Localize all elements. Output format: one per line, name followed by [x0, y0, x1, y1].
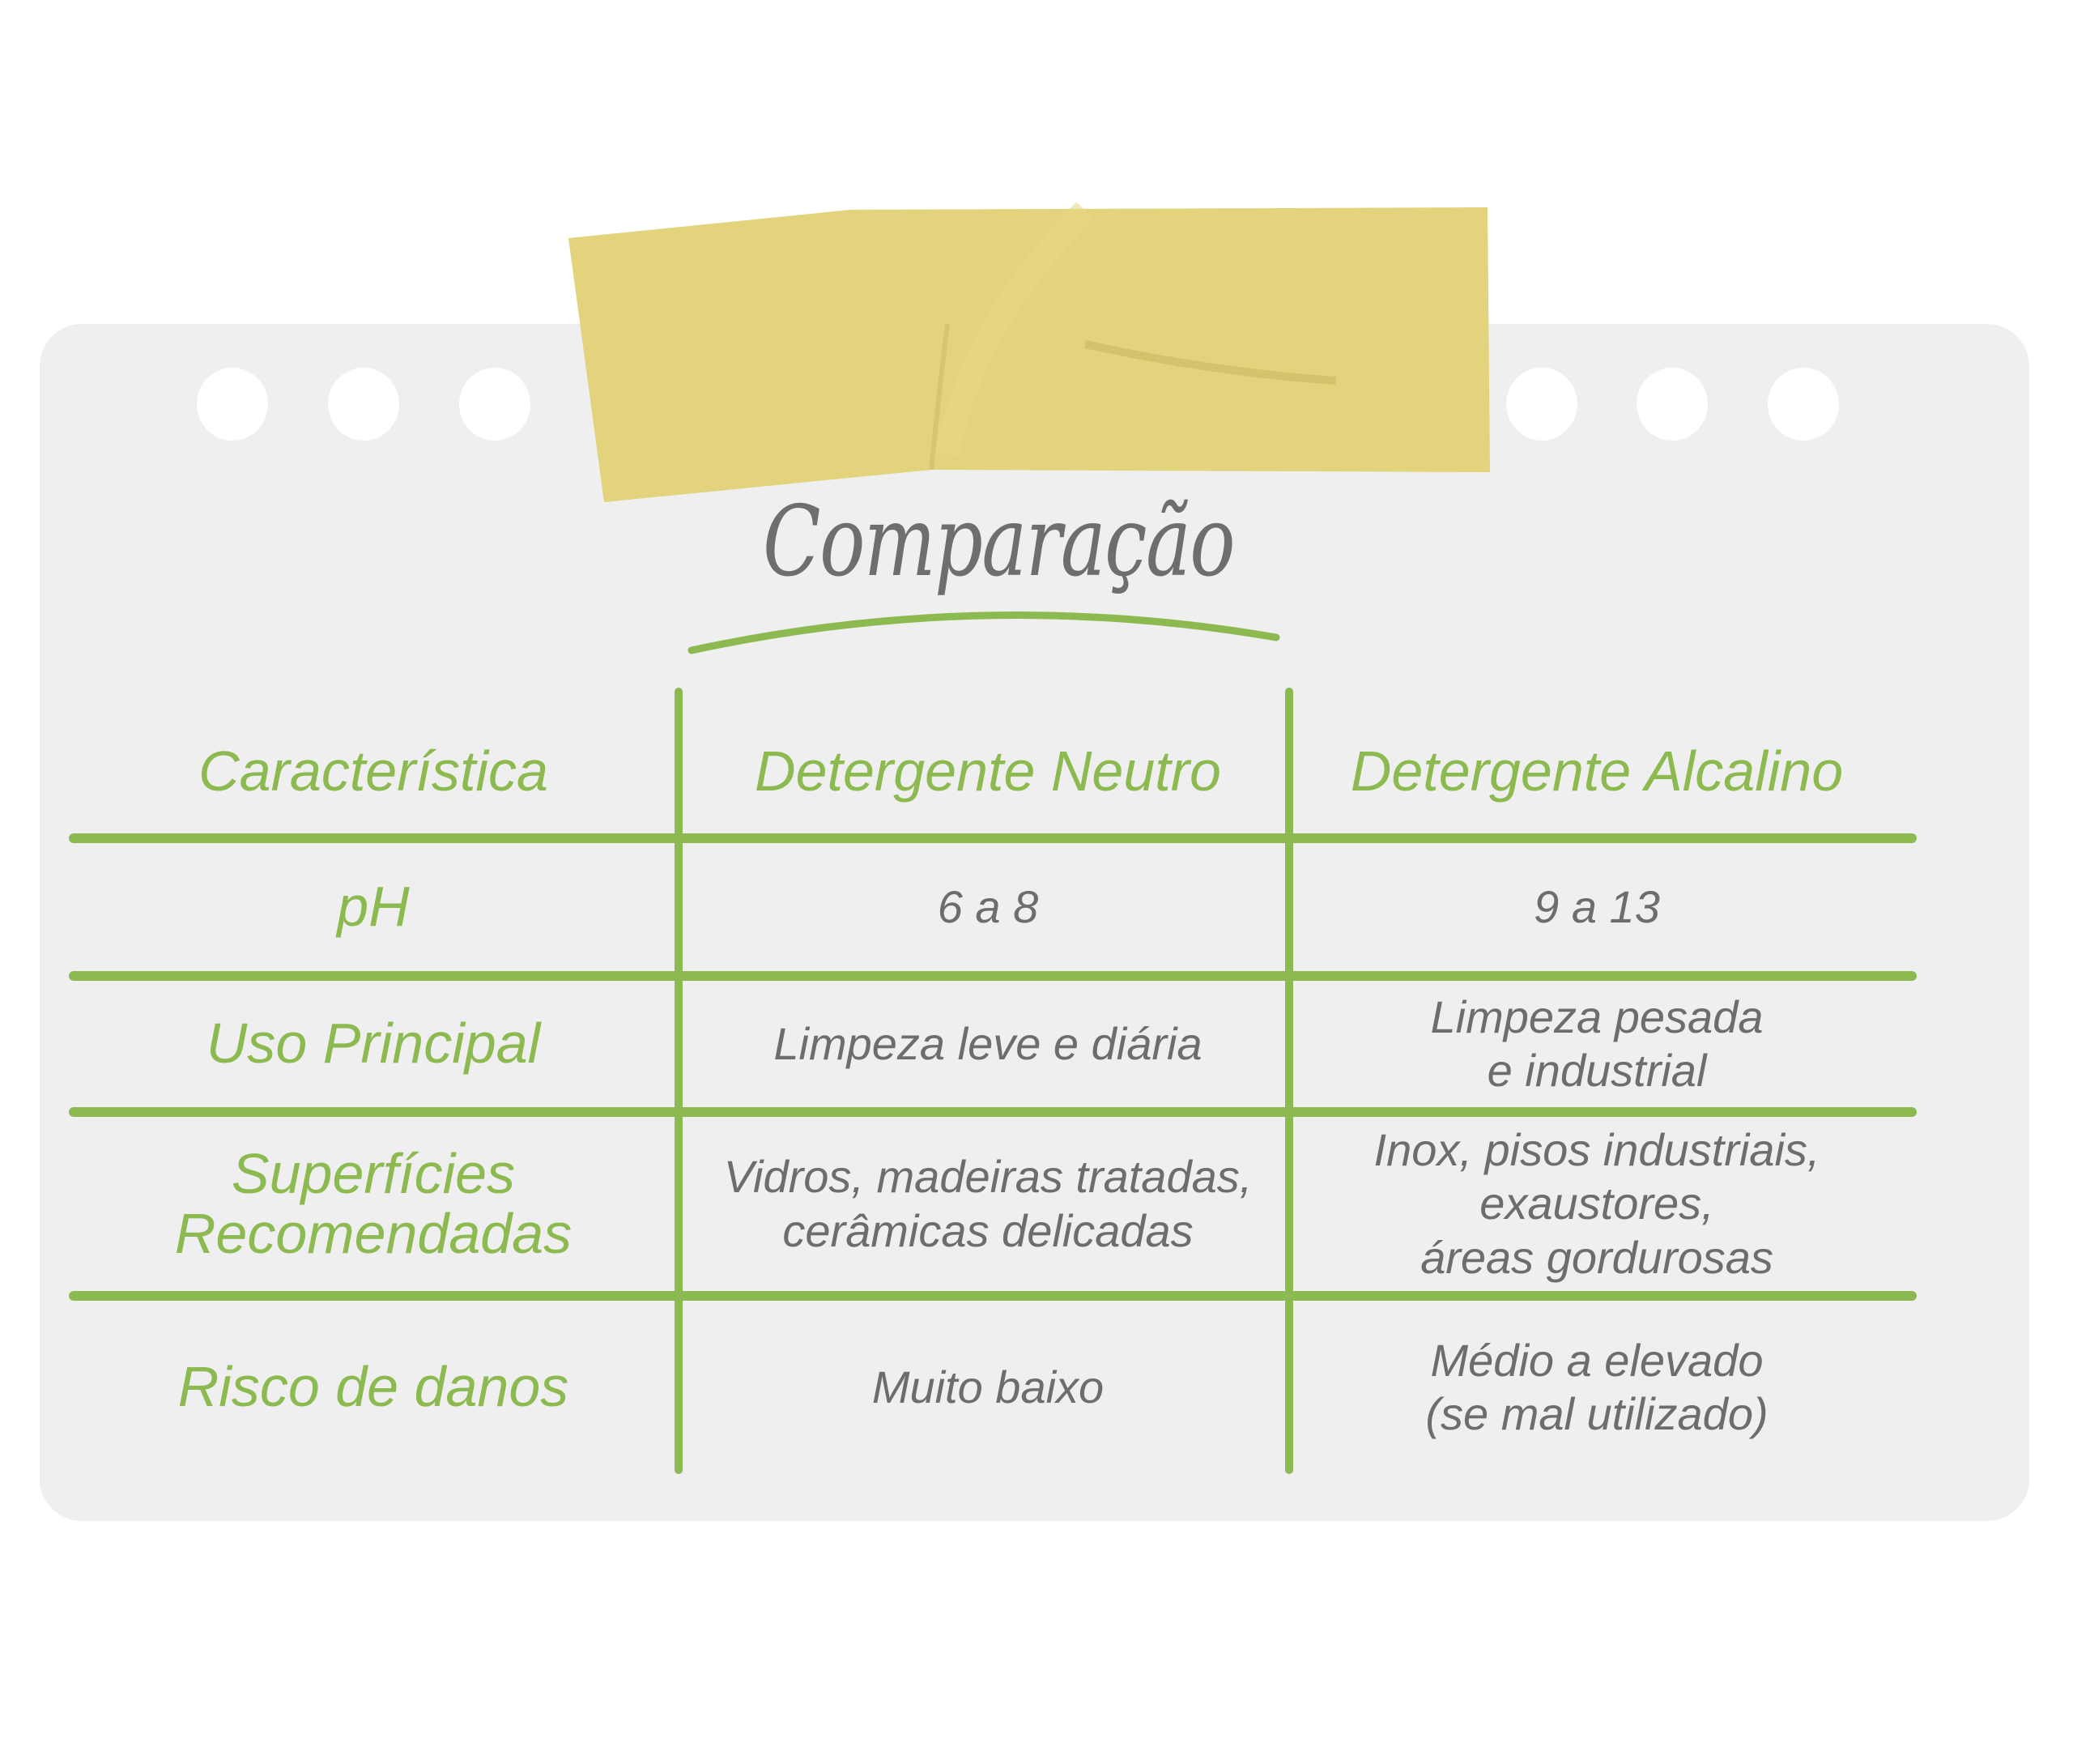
punch-hole — [197, 368, 268, 441]
punch-hole — [1637, 368, 1708, 441]
column-divider — [675, 688, 683, 1474]
superficies-alcalino: Inox, pisos industriais, exaustores, áre… — [1373, 1124, 1820, 1283]
title-underline — [687, 611, 1280, 654]
row-divider — [69, 833, 1917, 843]
punch-hole — [1768, 368, 1839, 441]
row-label-uso: Uso Principal — [206, 1012, 541, 1076]
uso-alcalino: Limpeza pesada e industrial — [1430, 991, 1764, 1096]
row-divider — [69, 1107, 1917, 1117]
risco-alcalino: Médio a elevado (se mal utilizado) — [1425, 1334, 1769, 1439]
row-divider — [69, 1291, 1917, 1301]
punch-hole — [328, 368, 399, 441]
uso-neutro: Limpeza leve e diária — [773, 1017, 1203, 1069]
tape — [568, 202, 1490, 502]
header-detergente-alcalino: Detergente Alcalino — [1350, 739, 1844, 803]
row-divider — [69, 971, 1917, 981]
risco-neutro: Muito baixo — [871, 1361, 1105, 1412]
note-card — [40, 324, 2029, 1521]
header-caracteristica: Característica — [198, 739, 548, 803]
column-divider — [1285, 688, 1293, 1474]
row-label-superficies: Superfícies Recomendadas — [174, 1142, 573, 1265]
row-label-risco: Risco de danos — [177, 1355, 569, 1419]
superficies-neutro: Vidros, madeiras tratadas, cerâmicas del… — [723, 1151, 1253, 1256]
ph-neutro: 6 a 8 — [937, 880, 1039, 932]
row-label-ph: pH — [337, 875, 410, 939]
page-title: Comparação — [763, 486, 1236, 599]
punch-hole — [1506, 368, 1577, 441]
header-detergente-neutro: Detergente Neutro — [755, 739, 1221, 803]
ph-alcalino: 9 a 13 — [1534, 880, 1660, 932]
punch-hole — [459, 368, 530, 441]
